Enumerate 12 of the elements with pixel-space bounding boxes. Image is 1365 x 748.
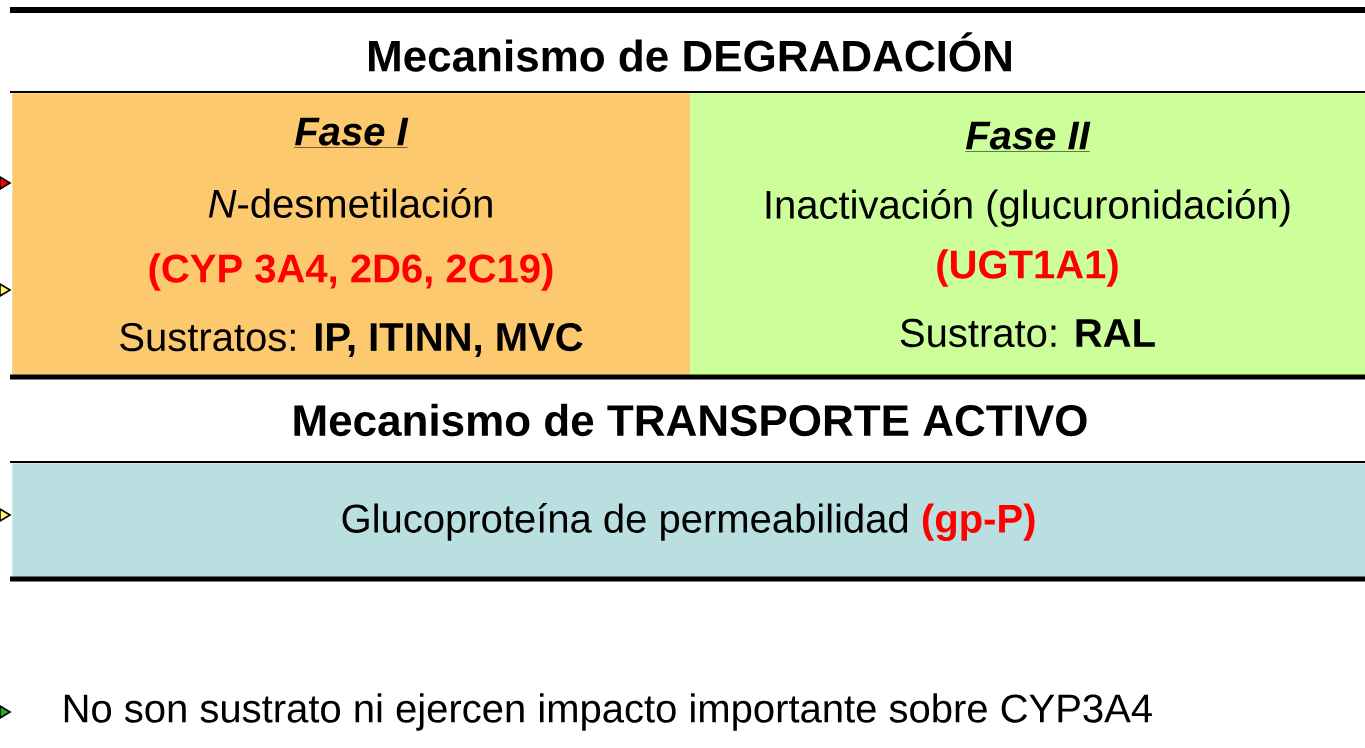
section-heading: Mecanismo de DEGRADACIÓN — [369, 32, 1011, 72]
box-text: Sustrato: RAL — [900, 318, 1155, 348]
box-text: Sustratos: IP, ITINN, MVC — [120, 322, 583, 358]
section-heading: Mecanismo de TRANSPORTE ACTIVO — [294, 403, 1087, 437]
box-text: N-desmetilación — [208, 188, 492, 218]
phase-heading: Fase I — [294, 117, 409, 148]
phase-heading: Fase II — [964, 121, 1091, 152]
box-text: Glucoproteína de permeabilidad (gp-P) — [342, 503, 1035, 541]
note-text: No son sustrato ni ejercen impacto importante sobre CYP3A4 — [64, 693, 1152, 731]
box-text: Inactivación (glucuronidación) — [766, 189, 1290, 227]
enzyme-text: (UGT1A1) — [937, 249, 1118, 287]
enzyme-text: (CYP 3A4, 2D6, 2C19) — [149, 253, 553, 291]
